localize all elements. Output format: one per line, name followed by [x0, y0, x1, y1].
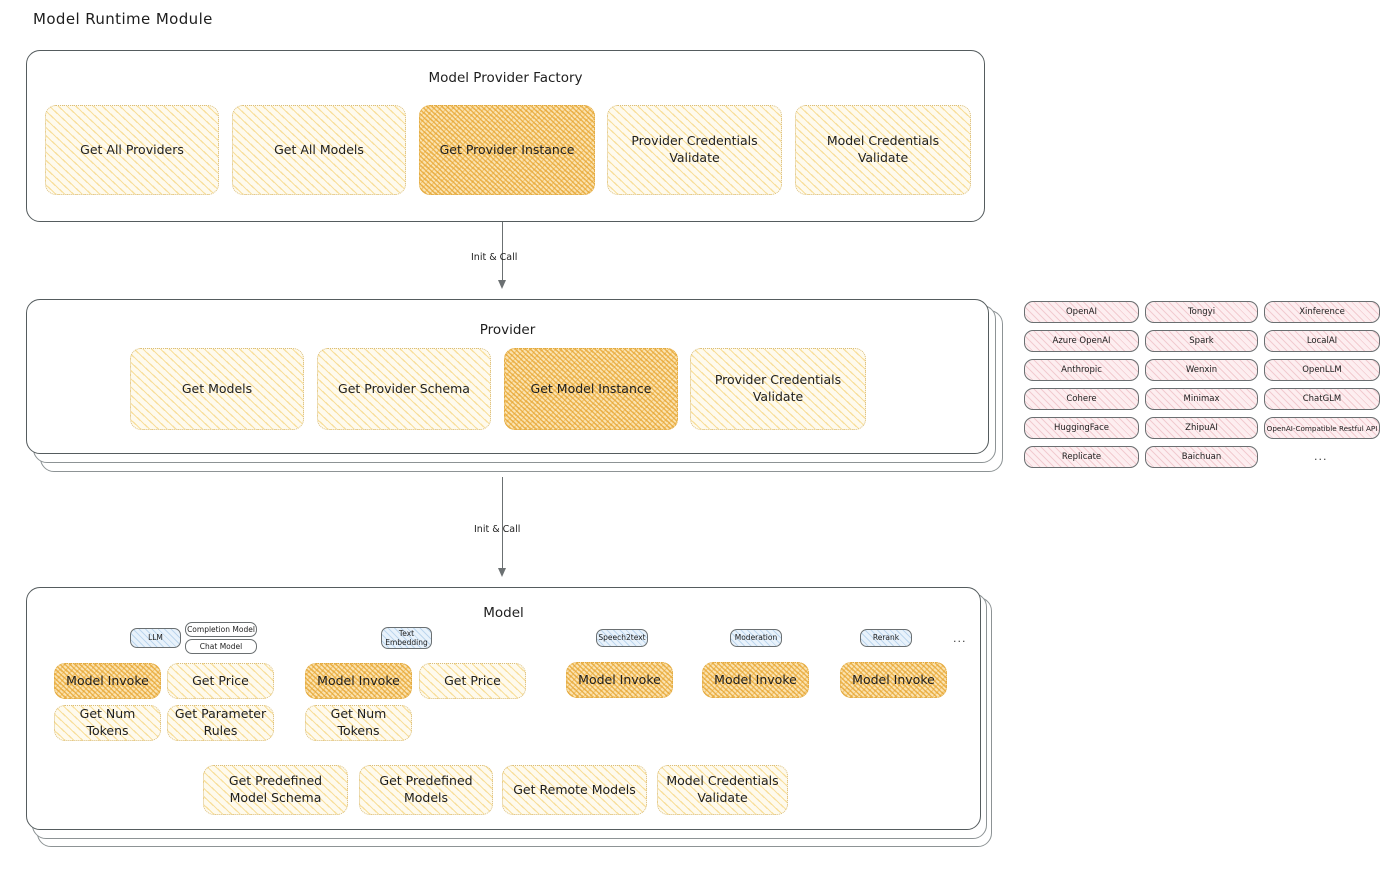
llm-method-get-parameter-rules[interactable]: Get Parameter Rules	[167, 705, 274, 741]
provider-chip-localai[interactable]: LocalAI	[1264, 330, 1380, 352]
factory-method-model-credentials-validate[interactable]: Model Credentials Validate	[795, 105, 971, 195]
provider-chip-openai-compatible-restful-api[interactable]: OpenAI-Compatible Restful API	[1264, 417, 1380, 439]
model-type-tag-llm[interactable]: LLM	[130, 628, 181, 648]
arrow-factory-to-provider-line	[502, 222, 504, 284]
provider-chip-openai[interactable]: OpenAI	[1024, 301, 1139, 323]
model-type-tag-moderation[interactable]: Moderation	[730, 629, 782, 647]
provider-chip-azure-openai[interactable]: Azure OpenAI	[1024, 330, 1139, 352]
llm-method-model-invoke[interactable]: Model Invoke	[54, 663, 161, 699]
rerank-method-model-invoke[interactable]: Model Invoke	[840, 662, 947, 698]
factory-method-get-provider-instance[interactable]: Get Provider Instance	[419, 105, 595, 195]
model-type-tag-speech2text[interactable]: Speech2text	[596, 629, 648, 647]
model-types-more: ...	[953, 632, 967, 645]
model-title: Model	[483, 605, 524, 621]
arrow-provider-to-model-line	[502, 477, 504, 572]
provider-chip-baichuan[interactable]: Baichuan	[1145, 446, 1258, 468]
provider-chip-wenxin[interactable]: Wenxin	[1145, 359, 1258, 381]
arrow-provider-to-model-label: Init & Call	[474, 524, 521, 535]
model-subtag-completion-model[interactable]: Completion Model	[185, 622, 257, 637]
provider-method-provider-credentials-validate[interactable]: Provider Credentials Validate	[690, 348, 866, 430]
model-type-tag-rerank[interactable]: Rerank	[860, 629, 912, 647]
model-type-tag-text-embedding[interactable]: Text Embedding	[381, 627, 432, 649]
provider-chip-spark[interactable]: Spark	[1145, 330, 1258, 352]
model-common-method-get-predefined-models[interactable]: Get Predefined Models	[359, 765, 493, 815]
provider-list-more: ...	[1314, 450, 1328, 463]
moderation-method-model-invoke[interactable]: Model Invoke	[702, 662, 809, 698]
text-embedding-method-get-price[interactable]: Get Price	[419, 663, 526, 699]
provider-chip-replicate[interactable]: Replicate	[1024, 446, 1139, 468]
provider-list: OpenAI Azure OpenAI Anthropic Cohere Hug…	[1024, 300, 1380, 475]
arrow-provider-to-model-head	[498, 568, 506, 577]
model-provider-factory-title: Model Provider Factory	[428, 70, 583, 86]
provider-method-get-provider-schema[interactable]: Get Provider Schema	[317, 348, 491, 430]
factory-method-get-all-models[interactable]: Get All Models	[232, 105, 406, 195]
provider-chip-huggingface[interactable]: HuggingFace	[1024, 417, 1139, 439]
provider-title: Provider	[479, 322, 536, 338]
speech2text-method-model-invoke[interactable]: Model Invoke	[566, 662, 673, 698]
text-embedding-method-model-invoke[interactable]: Model Invoke	[305, 663, 412, 699]
text-embedding-method-get-num-tokens[interactable]: Get Num Tokens	[305, 705, 412, 741]
provider-method-get-model-instance[interactable]: Get Model Instance	[504, 348, 678, 430]
model-common-method-model-credentials-validate[interactable]: Model Credentials Validate	[657, 765, 788, 815]
model-subtag-chat-model[interactable]: Chat Model	[185, 639, 257, 654]
factory-method-provider-credentials-validate[interactable]: Provider Credentials Validate	[607, 105, 782, 195]
provider-chip-tongyi[interactable]: Tongyi	[1145, 301, 1258, 323]
arrow-factory-to-provider-label: Init & Call	[471, 252, 518, 263]
provider-chip-xinference[interactable]: Xinference	[1264, 301, 1380, 323]
provider-chip-minimax[interactable]: Minimax	[1145, 388, 1258, 410]
llm-method-get-num-tokens[interactable]: Get Num Tokens	[54, 705, 161, 741]
arrow-factory-to-provider-head	[498, 280, 506, 289]
factory-method-get-all-providers[interactable]: Get All Providers	[45, 105, 219, 195]
provider-chip-chatglm[interactable]: ChatGLM	[1264, 388, 1380, 410]
provider-method-get-models[interactable]: Get Models	[130, 348, 304, 430]
llm-method-get-price[interactable]: Get Price	[167, 663, 274, 699]
provider-chip-cohere[interactable]: Cohere	[1024, 388, 1139, 410]
provider-chip-zhipuai[interactable]: ZhipuAI	[1145, 417, 1258, 439]
provider-chip-anthropic[interactable]: Anthropic	[1024, 359, 1139, 381]
page-title: Model Runtime Module	[33, 10, 213, 28]
model-common-method-get-predefined-model-schema[interactable]: Get Predefined Model Schema	[203, 765, 348, 815]
provider-chip-openllm[interactable]: OpenLLM	[1264, 359, 1380, 381]
model-common-method-get-remote-models[interactable]: Get Remote Models	[502, 765, 647, 815]
